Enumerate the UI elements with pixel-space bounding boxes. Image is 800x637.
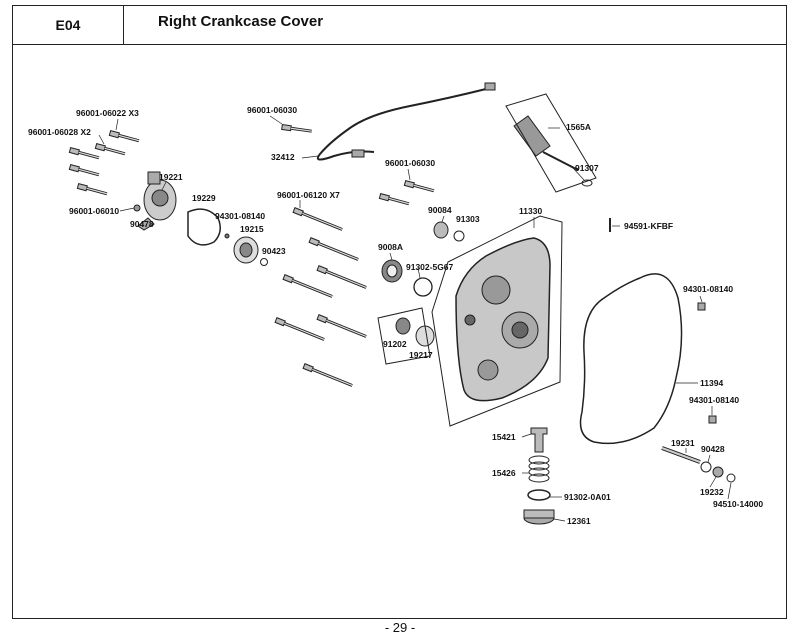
bolt-group-left [67,129,142,212]
part-label: 91303 [456,214,480,224]
part-label: 96001-06030 [247,105,297,115]
water-pump-cover [137,171,177,231]
part-label: 11394 [700,378,723,388]
part-label: 94301-08140 [689,395,739,405]
part-label: 90428 [701,444,725,454]
part-label: 94301-08140 [215,211,265,221]
part-label: 94301-08140 [683,284,733,294]
oil-dipstick [505,93,597,193]
part-label: 19221 [159,172,183,182]
page-number: - 29 - [384,620,416,635]
long-bolt-group [273,206,369,390]
part-label: 11330 [519,206,542,216]
part-label: 9008A [378,242,403,252]
part-label: 96001-06022 X3 [76,108,139,118]
diagram-frame [12,5,787,619]
part-label: 94510-14000 [713,499,763,509]
oil-filter-stack [523,427,555,525]
part-label: 19215 [240,224,264,234]
pump-gasket [187,208,221,246]
sensor-wire [316,87,491,161]
part-label: 91202 [383,339,407,349]
cover-gasket [579,273,683,445]
part-label: 32412 [271,152,295,162]
part-label: 15426 [492,468,516,478]
part-label: 96001-06030 [385,158,435,168]
part-label: 91302-0A01 [564,492,611,502]
part-label: 90084 [428,205,452,215]
part-label: 19231 [671,438,695,448]
leader-lines [98,115,732,522]
crankcase-cover [431,215,563,427]
part-label: 12361 [567,516,591,526]
water-pump-shaft [661,446,736,483]
part-label: 96001-06010 [69,206,119,216]
part-label: 1565A [566,122,591,132]
part-label: 90478 [130,219,154,229]
part-label: 19232 [700,487,724,497]
part-label: 91302-5G67 [406,262,454,272]
oil-seals [377,221,465,365]
part-label: 91307 [575,163,599,173]
part-label: 90423 [262,246,286,256]
part-label: 96001-06028 X2 [28,127,91,137]
part-label: 19217 [409,350,433,360]
part-label: 15421 [492,432,516,442]
part-label: 96001-06120 X7 [277,190,340,200]
part-label: 94591-KFBF [624,221,673,231]
part-label: 19229 [192,193,216,203]
header-divider [12,44,787,45]
impeller [224,233,268,266]
page-title: Right Crankcase Cover [158,13,324,30]
